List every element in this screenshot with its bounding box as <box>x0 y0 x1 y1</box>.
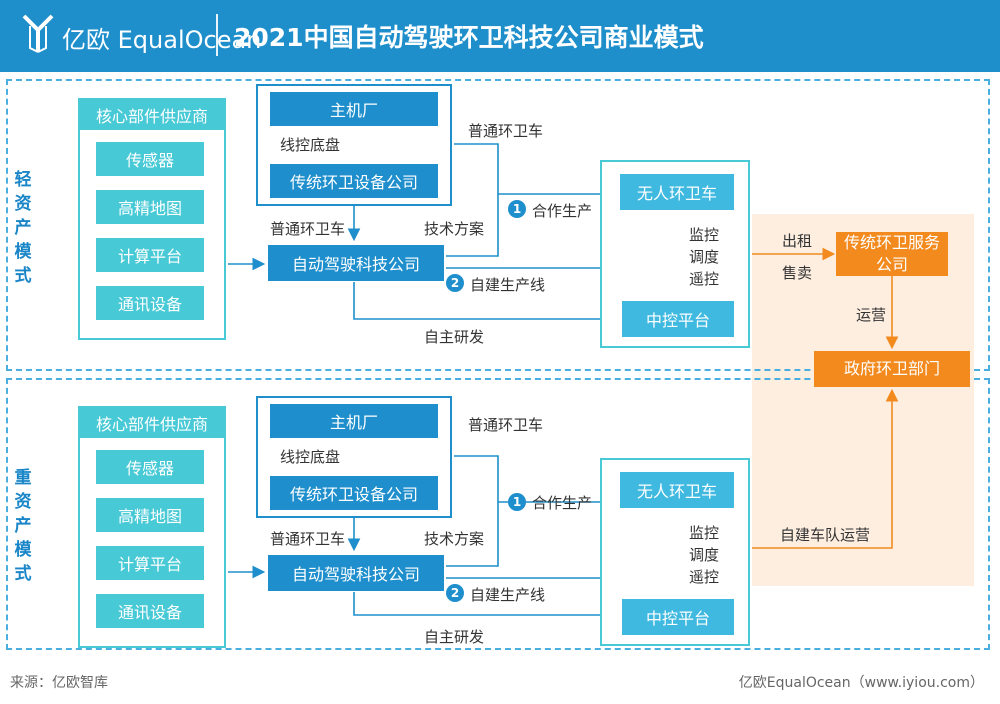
heavy-supplier-compute: 计算平台 <box>96 546 204 580</box>
gov-sanitation-box: 政府环卫部门 <box>814 351 970 387</box>
heavy-asset-label-text: 重资产模式 <box>14 468 32 584</box>
light-monitor-label: 监控 调度 遥控 <box>688 226 719 288</box>
equalocean-logo-icon <box>20 12 56 60</box>
light-supplier-compute: 计算平台 <box>96 238 204 272</box>
light-unmanned-box: 无人环卫车 <box>620 174 734 210</box>
heavy-supplier-title: 核心部件供应商 <box>80 408 224 438</box>
light-supplier-hd-map: 高精地图 <box>96 190 204 224</box>
light-asset-label-text: 轻资产模式 <box>14 170 32 286</box>
light-ad-company-box: 自动驾驶科技公司 <box>268 245 444 281</box>
heavy-ordinary-vehicle-left: 普通环卫车 <box>270 530 346 548</box>
light-drive-by-wire-label: 线控底盘 <box>280 136 341 154</box>
light-supplier-title: 核心部件供应商 <box>80 100 224 130</box>
heavy-coop-badge: 1 <box>508 493 526 511</box>
light-selfbuild-label: 自建生产线 <box>470 276 546 294</box>
heavy-supplier-hd-map: 高精地图 <box>96 498 204 532</box>
heavy-control-center-box: 中控平台 <box>622 599 734 635</box>
heavy-asset-label: 重资产模式 <box>12 466 34 586</box>
light-traditional-company-box: 传统环卫设备公司 <box>270 164 438 198</box>
heavy-drive-by-wire-label: 线控底盘 <box>280 448 341 466</box>
source-note: 来源：亿欧智库 <box>10 675 108 691</box>
light-selfdev-label: 自主研发 <box>424 328 485 346</box>
page-title: 2021中国自动驾驶环卫科技公司商业模式 <box>234 23 704 52</box>
rent-label: 出租 <box>782 232 813 250</box>
heavy-coop-label: 合作生产 <box>532 494 593 512</box>
heavy-tech-solution: 技术方案 <box>424 530 485 548</box>
self-fleet-label: 自建车队运营 <box>780 526 871 544</box>
light-coop-label: 合作生产 <box>532 202 593 220</box>
header-divider <box>216 14 218 56</box>
sell-label: 售卖 <box>782 264 813 282</box>
heavy-supplier-comm: 通讯设备 <box>96 594 204 628</box>
light-supplier-sensor: 传感器 <box>96 142 204 176</box>
heavy-ordinary-vehicle-top: 普通环卫车 <box>468 416 544 434</box>
light-control-center-box: 中控平台 <box>622 301 734 337</box>
heavy-asset-section <box>6 378 990 650</box>
traditional-service-box: 传统环卫服务公司 <box>836 232 948 276</box>
light-asset-section <box>6 79 990 371</box>
operation-band <box>752 214 974 586</box>
operate-label: 运营 <box>856 306 887 324</box>
heavy-selfbuild-label: 自建生产线 <box>470 586 546 604</box>
light-supplier-comm: 通讯设备 <box>96 286 204 320</box>
heavy-supplier-sensor: 传感器 <box>96 450 204 484</box>
heavy-monitor-label: 监控 调度 遥控 <box>688 524 719 586</box>
logo-text: 亿欧 EqualOcean <box>62 26 262 54</box>
heavy-ad-company-box: 自动驾驶科技公司 <box>268 555 444 591</box>
heavy-unmanned-box: 无人环卫车 <box>620 472 734 508</box>
light-coop-badge: 1 <box>508 200 526 218</box>
light-selfbuild-badge: 2 <box>446 274 464 292</box>
heavy-selfdev-label: 自主研发 <box>424 628 485 646</box>
header-bar <box>0 0 1000 72</box>
heavy-selfbuild-badge: 2 <box>446 584 464 602</box>
light-oem-box: 主机厂 <box>270 92 438 126</box>
light-asset-label: 轻资产模式 <box>12 168 34 288</box>
brand-note: 亿欧EqualOcean（www.iyiou.com） <box>738 675 984 691</box>
heavy-oem-box: 主机厂 <box>270 404 438 438</box>
light-tech-solution: 技术方案 <box>424 220 485 238</box>
light-ordinary-vehicle-left: 普通环卫车 <box>270 220 346 238</box>
light-ordinary-vehicle-top: 普通环卫车 <box>468 122 544 140</box>
heavy-traditional-company-box: 传统环卫设备公司 <box>270 476 438 510</box>
